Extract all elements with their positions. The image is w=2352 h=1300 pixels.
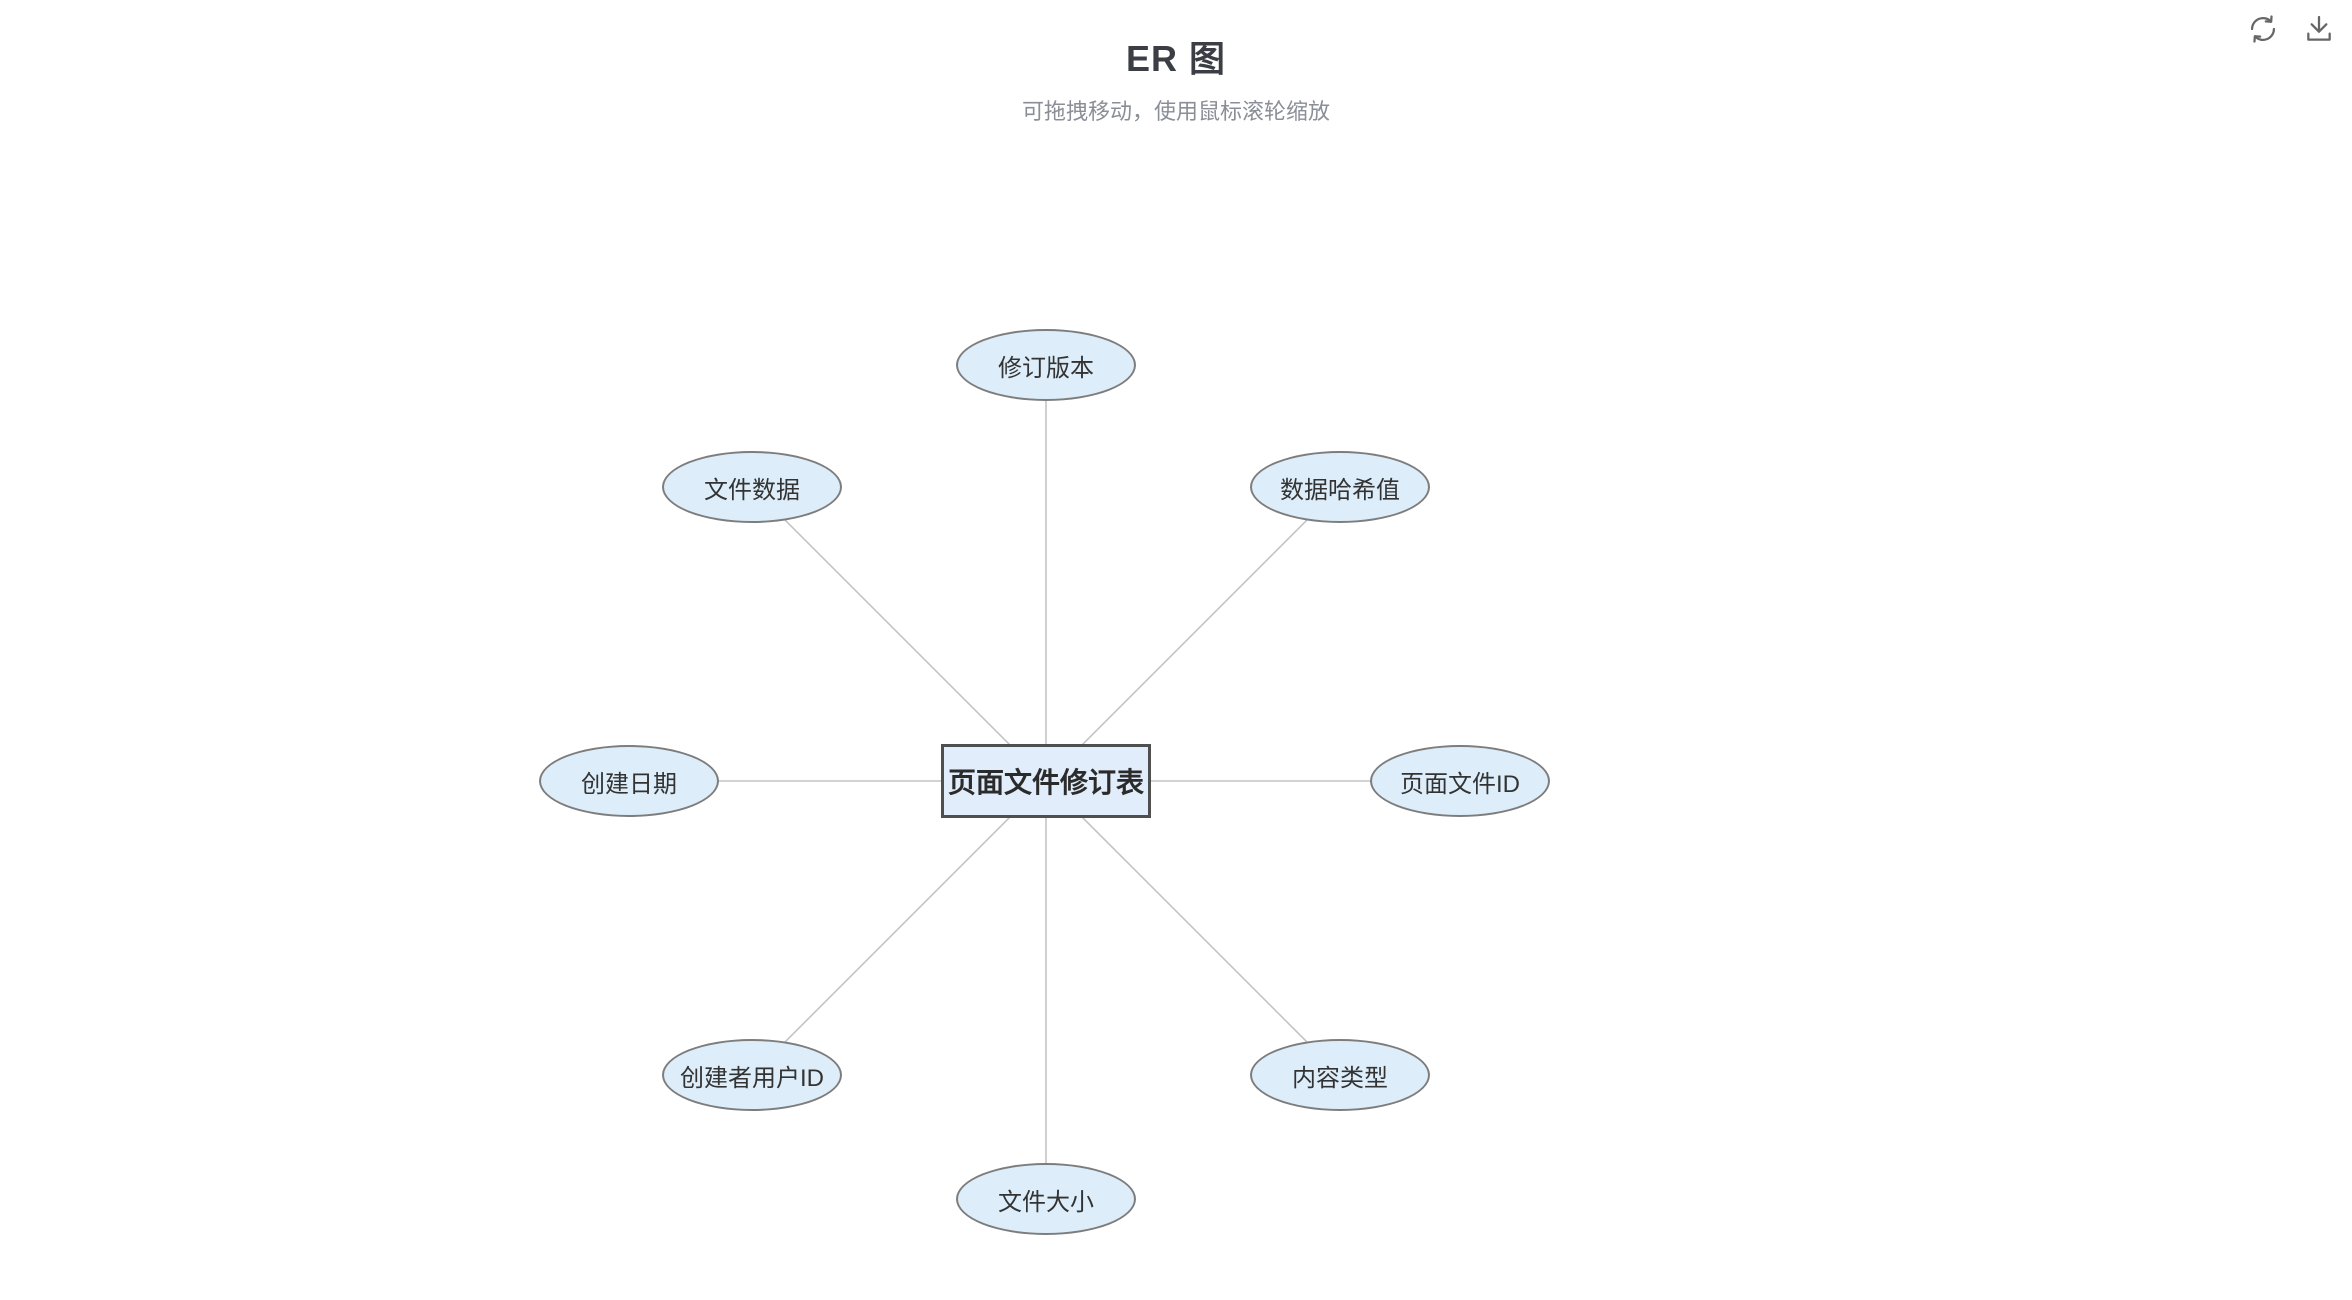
connector-line xyxy=(751,486,1047,782)
connector-line xyxy=(1045,486,1341,782)
refresh-button[interactable] xyxy=(2246,12,2280,46)
refresh-icon xyxy=(2250,15,2276,43)
attribute-node-create-date[interactable]: 创建日期 xyxy=(539,745,719,817)
attribute-label: 创建者用户ID xyxy=(680,1064,824,1092)
entity-node-page-file-revision-table[interactable]: 页面文件修订表 xyxy=(941,744,1151,818)
entity-label: 页面文件修订表 xyxy=(947,767,1144,798)
attribute-node-data-hash[interactable]: 数据哈希值 xyxy=(1250,451,1430,523)
download-button[interactable] xyxy=(2302,12,2336,46)
attribute-label: 文件大小 xyxy=(998,1188,1094,1216)
attribute-node-revision-version[interactable]: 修订版本 xyxy=(956,329,1136,401)
attribute-node-file-size[interactable]: 文件大小 xyxy=(956,1163,1136,1235)
connector-line xyxy=(751,780,1047,1076)
attribute-label: 内容类型 xyxy=(1292,1064,1388,1092)
attribute-label: 页面文件ID xyxy=(1400,770,1520,798)
attribute-node-creator-user-id[interactable]: 创建者用户ID xyxy=(662,1039,842,1111)
attribute-label: 数据哈希值 xyxy=(1280,476,1400,504)
attribute-label: 修订版本 xyxy=(998,354,1094,382)
attribute-label: 文件数据 xyxy=(704,476,800,504)
toolbar xyxy=(2246,12,2336,46)
attribute-node-file-data[interactable]: 文件数据 xyxy=(662,451,842,523)
attribute-node-page-file-id[interactable]: 页面文件ID xyxy=(1370,745,1550,817)
connector-line xyxy=(1045,780,1341,1076)
download-icon xyxy=(2307,15,2331,41)
attribute-label: 创建日期 xyxy=(581,770,677,798)
attribute-node-content-type[interactable]: 内容类型 xyxy=(1250,1039,1430,1111)
